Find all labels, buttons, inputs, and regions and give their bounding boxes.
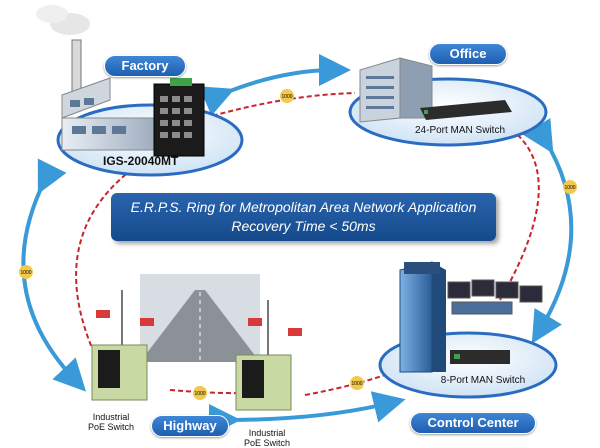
control-center-tower <box>399 261 446 373</box>
control-center-label: Control Center <box>410 412 536 434</box>
highway-photo <box>140 274 260 362</box>
diagram-title-banner: E.R.P.S. Ring for Metropolitan Area Netw… <box>111 193 496 241</box>
badge-label: 1000 <box>281 94 292 100</box>
poe-left-line-2: PoE Switch <box>87 422 135 432</box>
poe-left-line-1: Industrial <box>92 412 130 422</box>
badge-label: 1000 <box>351 381 362 387</box>
highway-label: Highway <box>151 415 229 437</box>
protection-arrows <box>21 54 574 437</box>
office-building <box>359 57 433 123</box>
camera-icons <box>96 310 302 336</box>
badge-label: 1000 <box>20 270 31 276</box>
igs-label: IGS-20040MT <box>103 154 179 168</box>
camera-poles <box>121 290 269 355</box>
man24-switch <box>420 100 512 120</box>
man24-label: 24-Port MAN Switch <box>414 125 506 136</box>
link-badges: 1000 1000 1000 1000 1000 <box>19 89 577 400</box>
banner-line-2: Recovery Time < 50ms <box>231 218 376 234</box>
poe-right-label: Industrial PoE Switch <box>232 428 302 448</box>
badge-label: 1000 <box>194 391 205 397</box>
igs-switch <box>153 78 205 157</box>
poe-right-line-1: Industrial <box>248 428 286 438</box>
man8-switch <box>450 350 510 364</box>
factory-label: Factory <box>104 55 186 77</box>
poe-right-line-2: PoE Switch <box>243 438 291 448</box>
poe-cabinet-left <box>91 344 148 401</box>
man8-label: 8-Port MAN Switch <box>440 375 526 386</box>
poe-cabinet-right <box>235 354 292 411</box>
badge-label: 1000 <box>564 185 575 191</box>
poe-left-label: Industrial PoE Switch <box>76 412 146 432</box>
office-label: Office <box>429 43 507 65</box>
banner-line-1: E.R.P.S. Ring for Metropolitan Area Netw… <box>130 199 477 215</box>
monitor-wall <box>447 279 543 315</box>
factory-building <box>36 5 161 151</box>
